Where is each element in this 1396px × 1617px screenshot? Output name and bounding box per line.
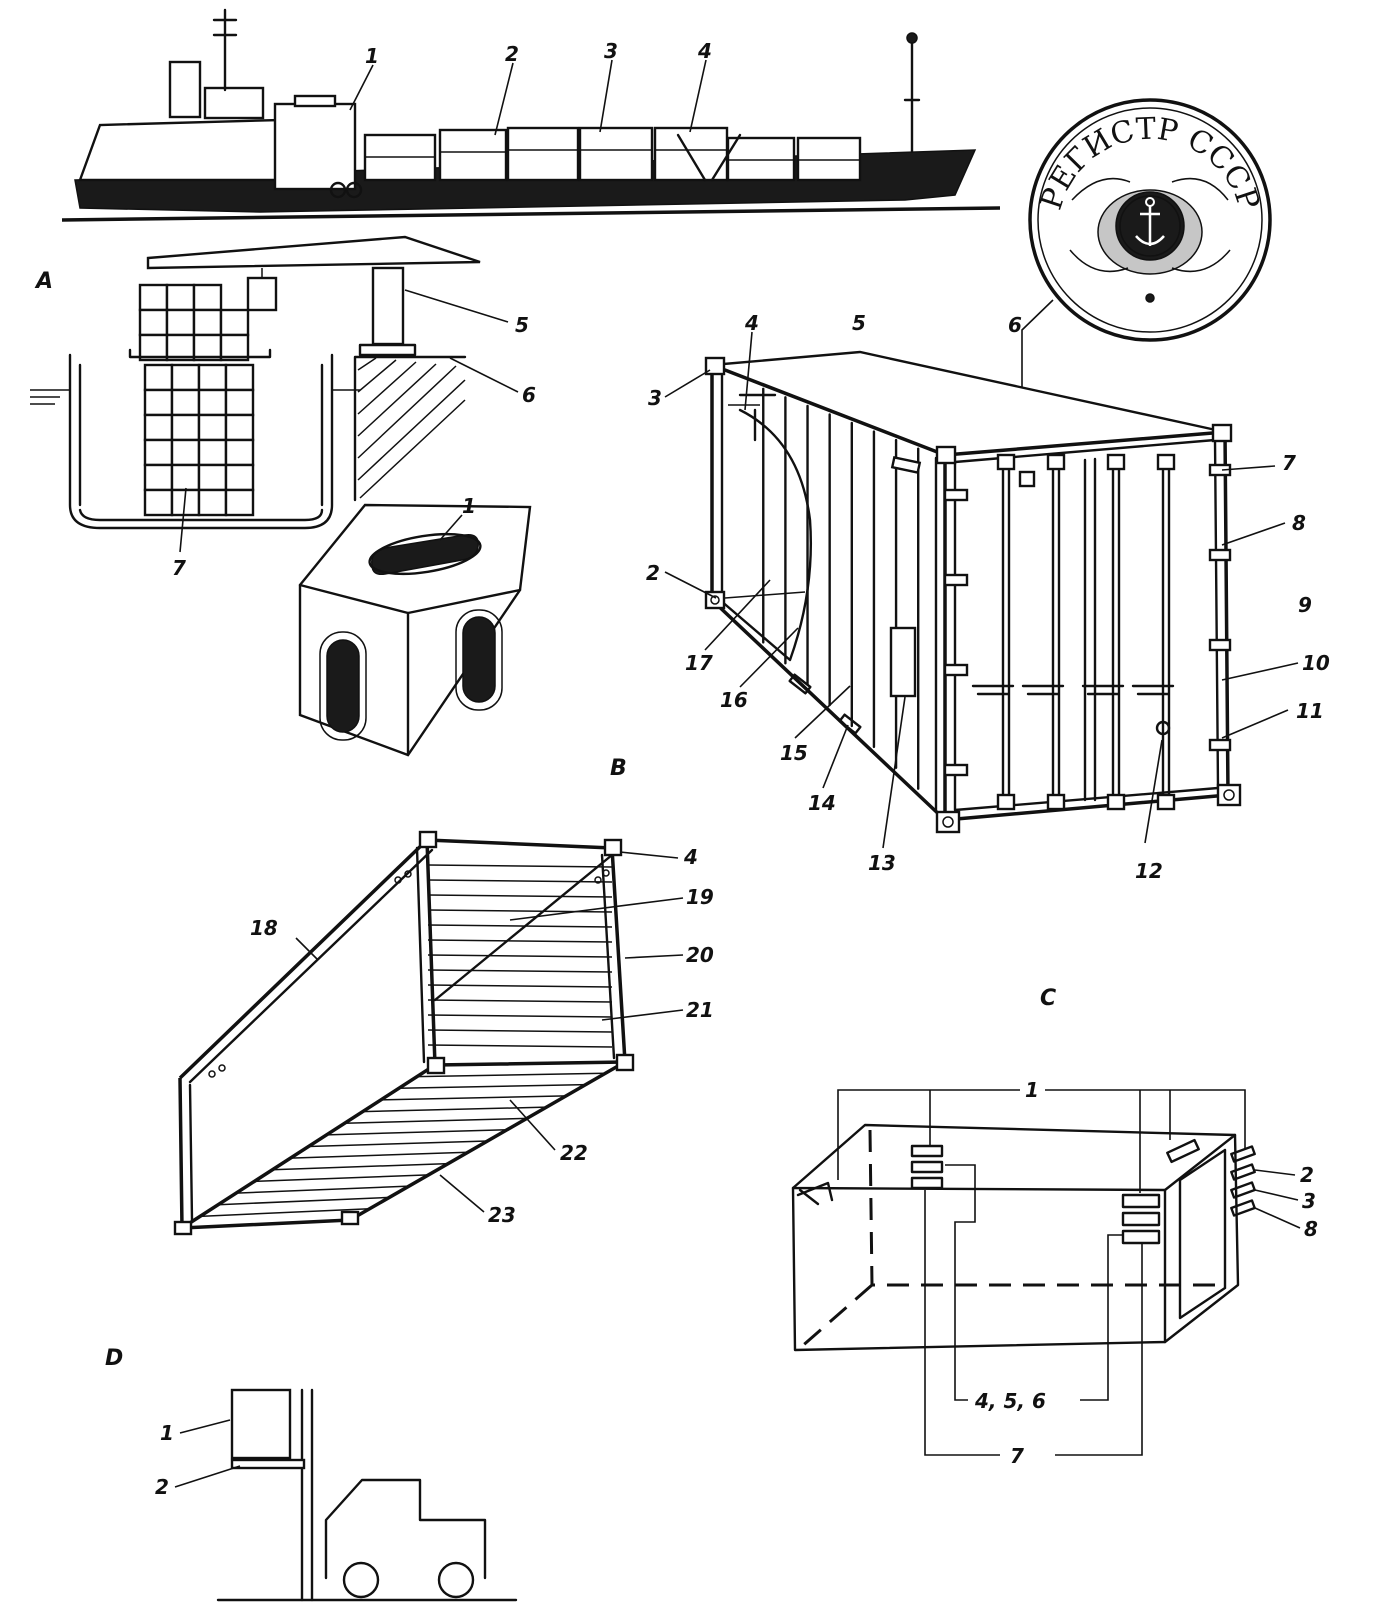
deck-containers [363, 126, 862, 182]
ship-mast [212, 8, 238, 92]
frame-top-rail [178, 838, 613, 1080]
corner-castings [704, 356, 1242, 834]
section-label-b: B [610, 756, 627, 781]
container-label-2: 2 [646, 561, 660, 585]
end-marks [1230, 1145, 1256, 1217]
fitting-label-1: 1 [462, 494, 476, 518]
ship-label-3: 3 [604, 39, 618, 63]
ship-crane [273, 94, 363, 199]
corner-fitting [298, 503, 532, 757]
deck-container-2 [438, 128, 508, 182]
deck-container-6 [726, 136, 796, 182]
frame-label-4: 4 [683, 845, 698, 869]
forklift-front-wheel [342, 1561, 380, 1599]
mark-block-left [910, 1144, 944, 1190]
marking-label-456: 4, 5, 6 [974, 1389, 1046, 1413]
forklift-label-1: 1 [160, 1421, 174, 1445]
crane-boom [146, 235, 481, 270]
ship-funnel [168, 60, 202, 119]
container-label-5: 5 [852, 311, 866, 335]
ship-label-4: 4 [697, 39, 712, 63]
ship-superstructure [78, 118, 282, 182]
forklift-label-2: 2 [155, 1475, 169, 1499]
frame-diagonal [433, 853, 614, 1002]
container-label-3: 3 [648, 386, 662, 410]
frame-label-23: 23 [488, 1203, 516, 1227]
section-label-a: A [34, 269, 53, 294]
container-label-6: 6 [1008, 313, 1022, 337]
marking-label-2: 2 [1300, 1163, 1314, 1187]
container-label-14: 14 [808, 791, 836, 815]
container-stack-deck [138, 283, 250, 362]
fitting-left-hole [326, 639, 360, 733]
deck-container-7 [796, 136, 862, 182]
crane-label-6: 6 [522, 383, 536, 407]
ship-label-2: 2 [505, 42, 519, 66]
container-doors [943, 430, 1230, 822]
marking-scheme [791, 1089, 1301, 1456]
anchor-icon [1135, 206, 1165, 246]
marking-label-1: 1 [1025, 1078, 1039, 1102]
container-frame [173, 830, 635, 1236]
crane-label-5: 5 [515, 313, 529, 337]
fitting-right-hole [462, 616, 496, 703]
container-label-9: 9 [1298, 593, 1312, 617]
floor-slats [200, 1072, 606, 1218]
labels: A B C D 1 2 3 4 5 6 7 1 2 3 4 5 6 7 8 9 … [34, 39, 1330, 1499]
end-wall-slats [427, 864, 613, 1048]
frame-label-19: 19 [686, 885, 714, 909]
data-plate [889, 626, 917, 698]
quay-crane-section [30, 235, 481, 530]
frame-label-22: 22 [560, 1141, 588, 1165]
container-label-8: 8 [1292, 511, 1306, 535]
container-label-4: 4 [744, 311, 759, 335]
container-label-13: 13 [868, 851, 896, 875]
ship-label-1: 1 [365, 44, 379, 68]
cutaway-edge [718, 408, 813, 662]
forklift-mast [300, 1388, 314, 1602]
forklift-load [230, 1388, 292, 1460]
marking-label-7: 7 [1010, 1444, 1024, 1468]
crane-label-7: 7 [172, 556, 186, 580]
forklift-rear-wheel [437, 1561, 475, 1599]
marking-label-3: 3 [1302, 1189, 1316, 1213]
container-label-11: 11 [1296, 699, 1324, 723]
container-label-12: 12 [1135, 859, 1163, 883]
crane-spreader [246, 276, 278, 312]
container-stack-hold [143, 363, 255, 517]
deck-container-3 [506, 126, 580, 182]
marking-label-8: 8 [1304, 1217, 1318, 1241]
container-label-16: 16 [720, 688, 748, 712]
mark-block-right [1121, 1193, 1161, 1245]
frame-corner-posts [178, 839, 627, 1229]
forklift [216, 1388, 518, 1602]
frame-label-18: 18 [250, 916, 278, 940]
section-label-d: D [105, 1346, 123, 1371]
container-label-17: 17 [685, 651, 713, 675]
container-label-15: 15 [780, 741, 808, 765]
container-label-7: 7 [1282, 451, 1296, 475]
section-label-c: C [1040, 986, 1056, 1011]
ship-hold [68, 353, 334, 530]
top-slot [890, 455, 922, 475]
quay-wall [353, 355, 467, 502]
crane-tower [371, 266, 405, 346]
deck-container-4 [578, 126, 654, 182]
forklift-forks [230, 1458, 306, 1470]
ship-foremast [903, 38, 921, 154]
frame-label-21: 21 [686, 998, 714, 1022]
frame-label-20: 20 [686, 943, 714, 967]
container-label-10: 10 [1302, 651, 1330, 675]
bottom-slot-1 [788, 673, 812, 695]
side-corrugation [762, 387, 920, 790]
container-ship [61, 8, 1001, 222]
registry-seal: РЕГИСТР СССР [1028, 98, 1272, 342]
customs-seal-box [1018, 470, 1036, 488]
forklift-body [324, 1478, 487, 1580]
